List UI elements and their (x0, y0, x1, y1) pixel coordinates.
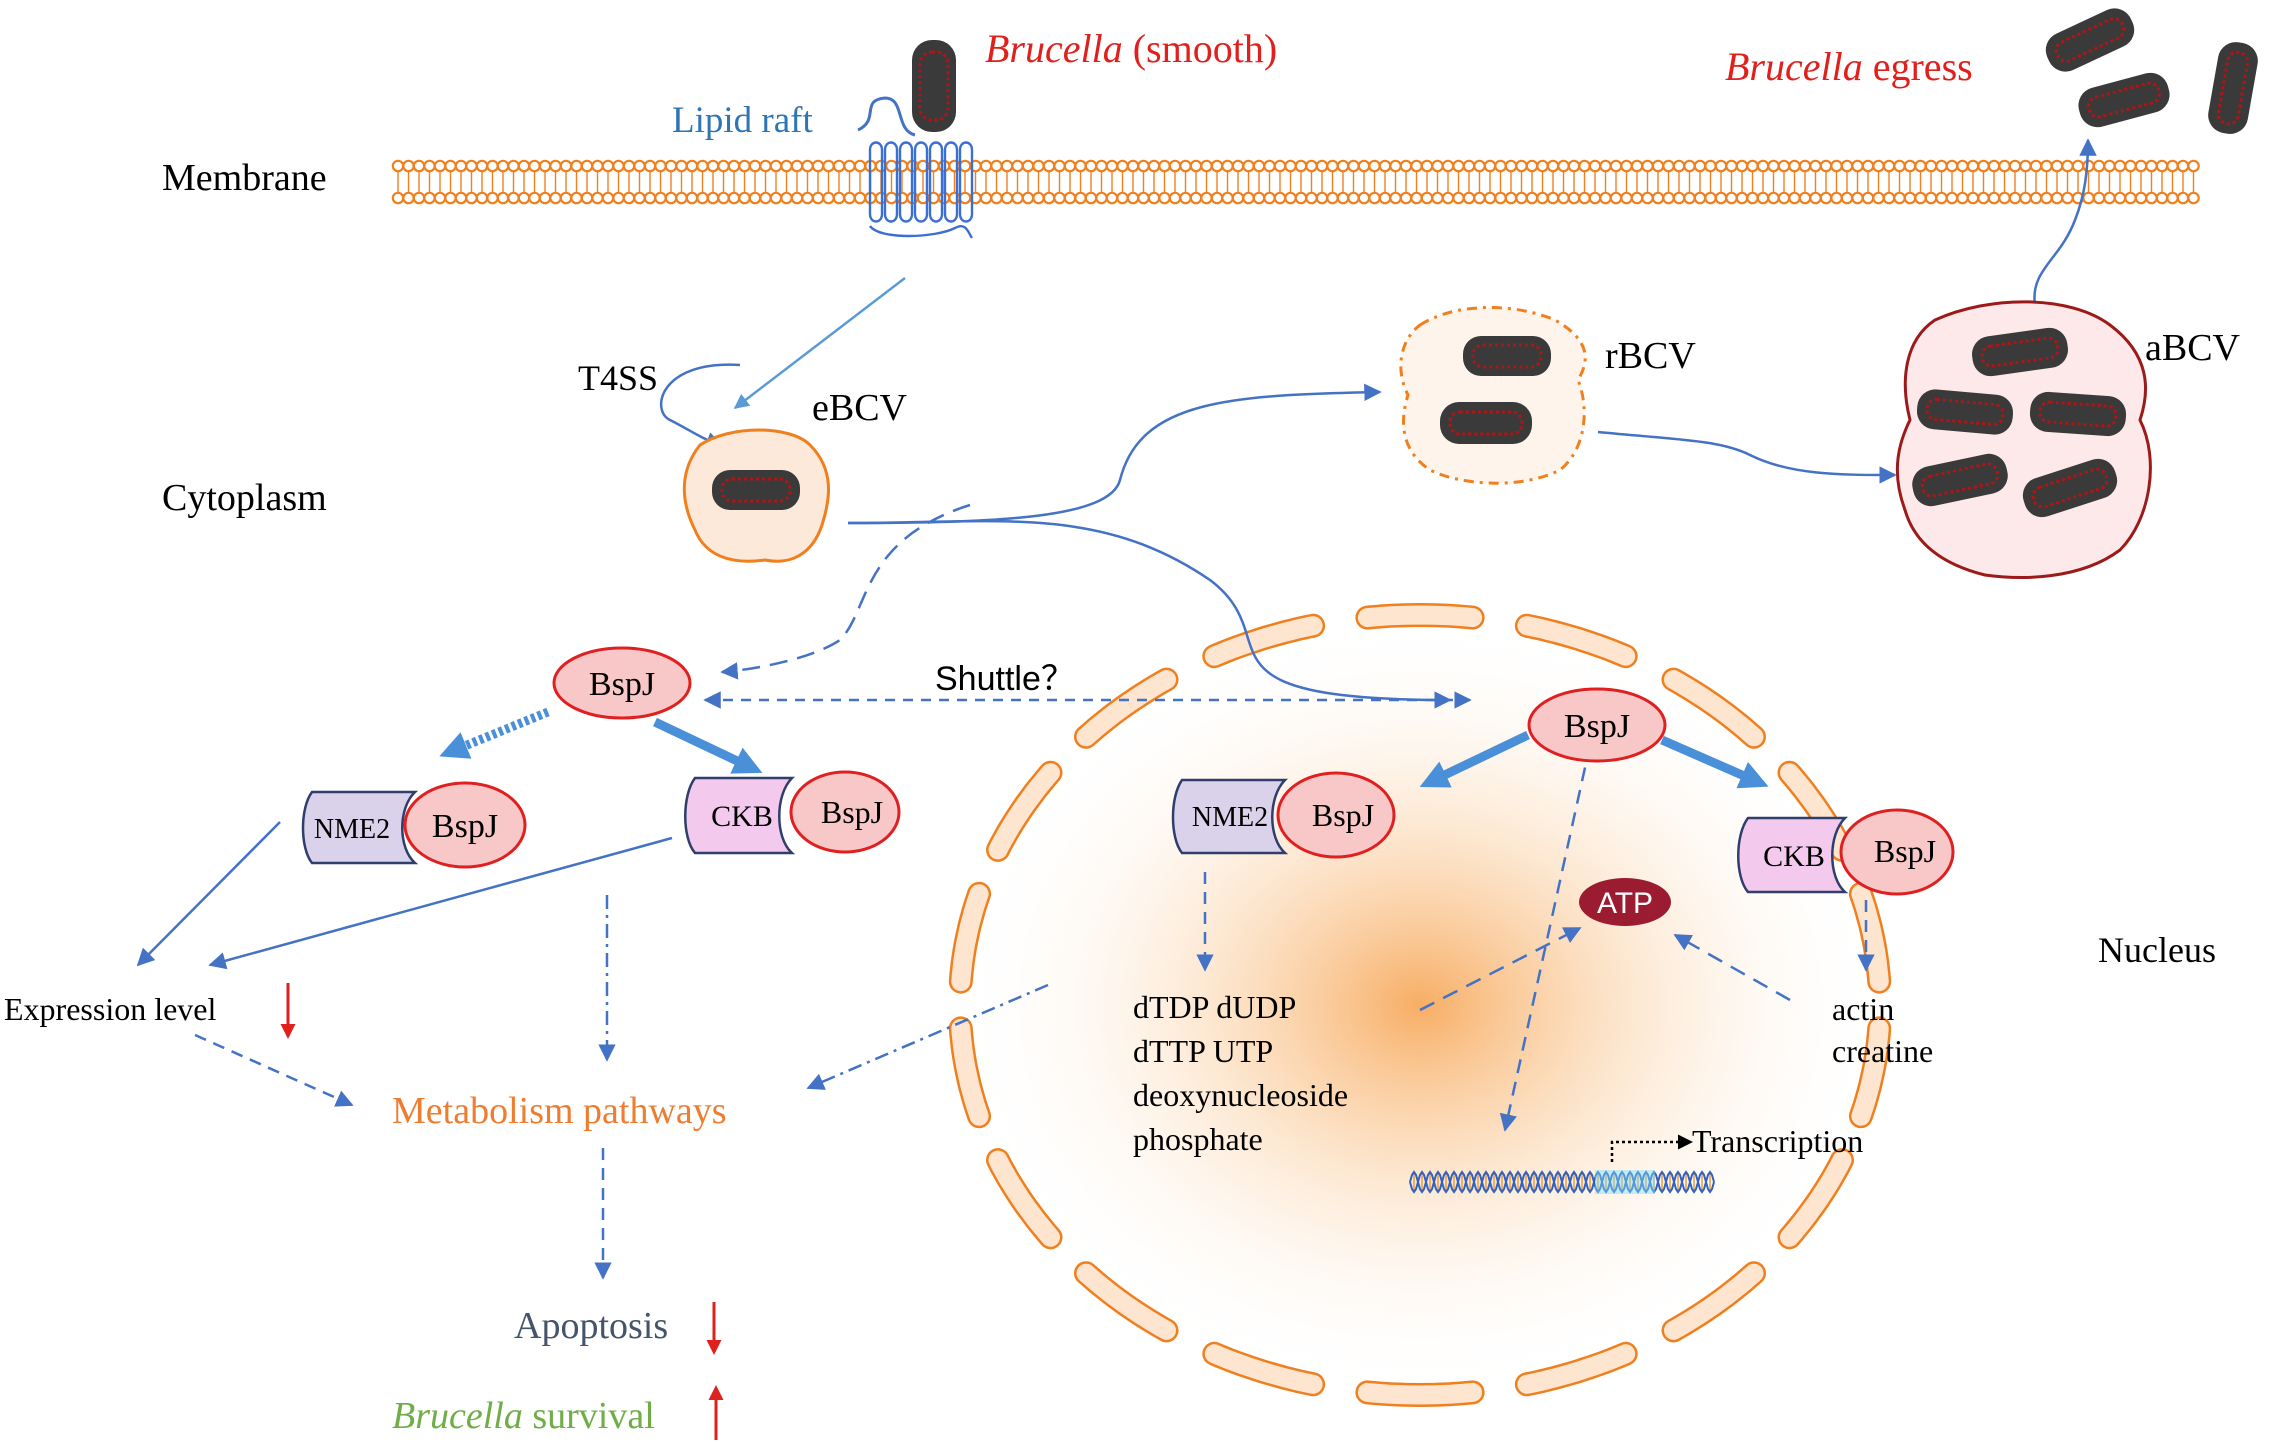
atp-label: ATP (1597, 887, 1653, 920)
rbcv-vacuole (1399, 306, 1587, 485)
nuc-ckb-shape (1737, 816, 1849, 894)
cell-membrane (391, 159, 2200, 205)
abcv-bacterium (1916, 389, 2014, 435)
abcv-bacterium (1972, 327, 2068, 377)
t4ss-loop-arrow (659, 363, 741, 449)
abcv-bacterium (1912, 453, 2008, 507)
shuttle-label: Shuttle？ (935, 660, 1075, 698)
nucleus (948, 602, 1892, 1408)
nuc-bspj-to-nme2-arrow (1419, 730, 1530, 788)
nuc-nme2-label: NME2 (1192, 802, 1268, 833)
ebcv-vacuole (682, 428, 830, 563)
nuc-ckb-complex: CKB BspJ (1737, 808, 1955, 896)
bspj-to-ckb-arrow (653, 717, 763, 774)
brucella-egress-label: Brucella egress (1725, 44, 1973, 89)
lipid-raft-label: Lipid raft (672, 100, 813, 141)
cyto-ckb-shape (684, 776, 796, 855)
ebcv-to-rbcv-arrow (847, 383, 1382, 525)
cytoplasm-label: Cytoplasm (162, 477, 327, 519)
brucella-smooth-label: Brucella (smooth) (985, 26, 1277, 71)
egress-bacterium-3 (2208, 42, 2258, 134)
nuc-bspj-to-ckb-arrow (1660, 735, 1769, 789)
nuc-nme2-bspj-ellipse (1276, 771, 1396, 859)
rbcv-bacterium-2 (1440, 402, 1532, 444)
bspj-to-dna-arrow (1499, 744, 1592, 1132)
ebcv-to-nucleus-arrow (847, 519, 1452, 709)
expression-level-label: Expression level (4, 991, 217, 1027)
egress-bacterium-1 (2045, 8, 2135, 72)
rbcv-membrane (1399, 306, 1587, 485)
cyto-bspj-ellipse (552, 646, 692, 720)
atp-node: ATP (1579, 878, 1671, 926)
apoptosis-label: Apoptosis (514, 1305, 668, 1347)
cyto-nme2-bspj-ellipse (403, 781, 527, 869)
nme2-to-expression-arrow (136, 821, 281, 967)
nuc-bspj-label: BspJ (1564, 708, 1630, 745)
nuc-bspj-ellipse (1527, 687, 1667, 763)
nuc-nme2-bspj-label: BspJ (1312, 797, 1374, 833)
nme2-product-3: deoxynucleoside (1133, 1077, 1348, 1113)
nucleus-label: Nucleus (2098, 930, 2216, 970)
transcription-arrow (1610, 1134, 1693, 1162)
bspj-to-nme2-arrow (439, 707, 550, 759)
bacterium-smooth (912, 40, 956, 132)
creatine-to-atp-arrow (1673, 933, 1791, 1002)
ebcv-label: eBCV (812, 387, 908, 429)
abcv-label: aBCV (2145, 327, 2241, 369)
cyto-nme2-shape (301, 790, 419, 865)
ckb-to-expression-arrow (208, 836, 673, 970)
rbcv-to-abcv-arrow (1597, 430, 1897, 484)
metabolism-label: Metabolism pathways (392, 1090, 727, 1132)
text-labels: Membrane Cytoplasm Nucleus Lipid raft T4… (4, 26, 2241, 1437)
egress-bacteria (2045, 8, 2258, 134)
abcv-vacuole (1895, 300, 2152, 579)
abcv-bacteria (1912, 327, 2127, 518)
cyto-ckb-label: CKB (711, 800, 773, 833)
atp-ellipse (1579, 878, 1671, 926)
nucleotides-to-atp-arrow (1419, 926, 1582, 1012)
nuc-bspj: BspJ (1527, 687, 1667, 763)
lipid-raft-entry (857, 40, 974, 239)
abcv-membrane (1895, 300, 2152, 579)
nme2-product-2: dTTP UTP (1133, 1033, 1273, 1069)
raft-to-ebcv-arrow (733, 277, 906, 409)
abcv-bacterium (2022, 458, 2118, 518)
dna-strand (1409, 1170, 1715, 1194)
cyto-ckb-bspj-label: BspJ (821, 794, 883, 830)
expression-to-metabolism-arrow (194, 1033, 354, 1107)
nme2-product-1: dTDP dUDP (1133, 989, 1296, 1025)
dna-promoter-highlight (1595, 1170, 1655, 1194)
t4ss-label: T4SS (578, 358, 658, 398)
cyto-nme2-label: NME2 (314, 814, 390, 845)
nme2-product-4: phosphate (1133, 1121, 1263, 1157)
cyto-ckb-bspj-ellipse (789, 770, 901, 854)
rbcv-label: rBCV (1605, 335, 1696, 377)
transcription-label: Transcription (1692, 1123, 1863, 1159)
nuc-ckb-bspj-label: BspJ (1874, 833, 1936, 869)
ckb-product-2: creatine (1832, 1033, 1933, 1069)
brucella-survival-label: Brucella survival (392, 1395, 655, 1437)
cyto-nme2-bspj-label: BspJ (432, 808, 498, 845)
egress-bacterium-2 (2078, 72, 2170, 128)
pathway-arrows (136, 138, 2097, 1440)
abcv-egress-arrow (2033, 138, 2097, 306)
lipid-raft-proteins (868, 141, 974, 239)
ckb-product-1: actin (1832, 991, 1894, 1027)
nuc-ckb-label: CKB (1763, 840, 1825, 873)
cyto-ckb-complex: CKB BspJ (684, 770, 901, 855)
membrane-label: Membrane (162, 157, 327, 199)
lipid-raft-squiggle (857, 96, 916, 137)
dna-strand-b (1409, 1170, 1715, 1194)
rbcv-bacterium-1 (1463, 336, 1551, 376)
bacterium-smooth-inner (918, 50, 950, 122)
abcv-bacterium (2029, 391, 2127, 437)
nuc-ckb-bspj-ellipse (1839, 808, 1955, 896)
cyto-bspj: BspJ (552, 646, 692, 720)
cyto-bspj-label: BspJ (589, 666, 655, 703)
ebcv-bacterium (712, 470, 800, 510)
cyto-nme2-complex: NME2 BspJ (301, 781, 527, 869)
nuc-nme2-complex: NME2 BspJ (1171, 771, 1396, 859)
nuc-nme2-shape (1171, 778, 1289, 855)
